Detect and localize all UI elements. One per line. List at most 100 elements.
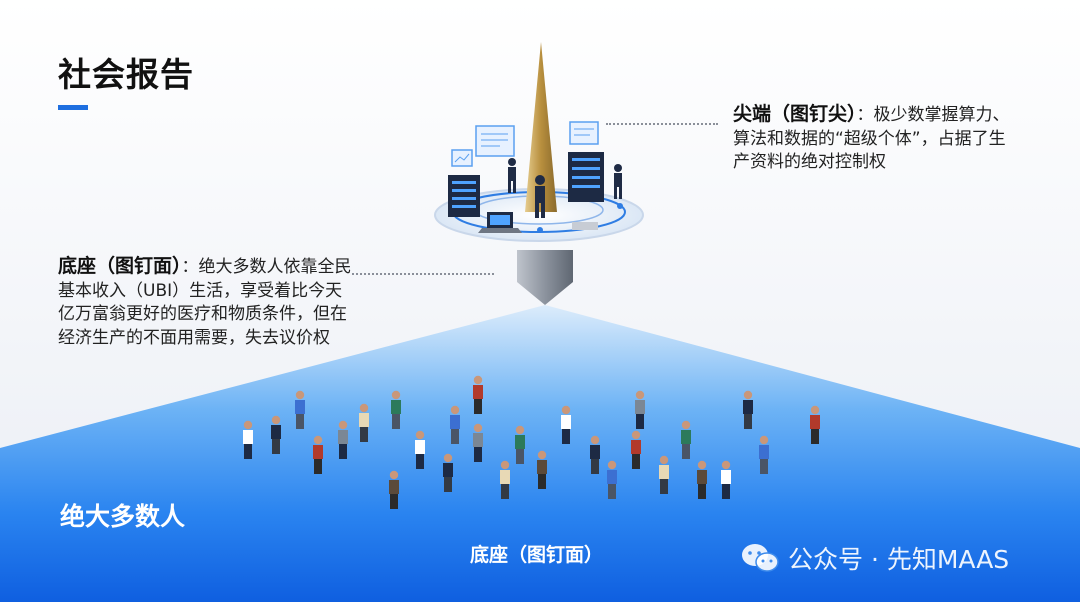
elite-figure — [508, 158, 516, 193]
person-legs — [244, 444, 252, 459]
person-legs — [444, 477, 452, 492]
person-legs — [632, 454, 640, 469]
base-text: 绝大多数人依靠全民基本收入（UBI）生活，享受着比今天亿万富翁更好的医疗和物质条… — [58, 257, 352, 348]
person-body — [759, 445, 769, 459]
tip-colon: ： — [856, 105, 874, 125]
person-body — [743, 400, 753, 414]
person-body — [631, 440, 641, 454]
person-legs — [416, 454, 424, 469]
person-legs — [811, 429, 819, 444]
person-body — [635, 400, 645, 414]
person-head — [515, 425, 525, 435]
tip-description: 尖端（图钉尖）：极少数掌握算力、算法和数据的“超级个体”，占据了生产资料的绝对控… — [733, 103, 1013, 175]
person-body — [338, 430, 348, 444]
person-figure — [243, 420, 253, 459]
base-colon: ： — [181, 257, 199, 277]
person-body — [389, 480, 399, 494]
tip-heading: 尖端（图钉尖） — [733, 103, 857, 125]
person-figure — [659, 455, 669, 494]
elite-figure — [535, 175, 545, 218]
person-figure — [721, 460, 731, 499]
person-body — [295, 400, 305, 414]
golden-spike — [525, 42, 557, 212]
person-body — [359, 413, 369, 427]
person-head — [391, 390, 401, 400]
base-description: 底座（图钉面）：绝大多数人依靠全民基本收入（UBI）生活，享受着比今天亿万富翁更… — [58, 255, 358, 350]
person-figure — [631, 430, 641, 469]
person-legs — [501, 484, 509, 499]
chat-screen-icon — [475, 125, 515, 157]
pin-shaft — [517, 250, 573, 305]
person-figure — [743, 390, 753, 429]
crowd-label: 绝大多数人 — [60, 502, 186, 531]
watermark-text: 公众号 · 先知MAAS — [788, 545, 1010, 574]
person-figure — [759, 435, 769, 474]
person-legs — [390, 494, 398, 509]
person-figure — [515, 425, 525, 464]
tip-text: 极少数掌握算力、算法和数据的“超级个体”，占据了生产资料的绝对控制权 — [733, 105, 1010, 172]
person-head — [590, 435, 600, 445]
title-accent-bar — [58, 105, 88, 110]
person-body — [659, 465, 669, 479]
elite-figure — [614, 164, 622, 199]
person-figure — [271, 415, 281, 454]
person-figure — [810, 405, 820, 444]
person-head — [473, 375, 483, 385]
laptop-icon — [478, 212, 522, 233]
base-heading: 底座（图钉面） — [58, 255, 182, 277]
person-body — [681, 430, 691, 444]
watermark: 公众号 · 先知MAAS — [740, 540, 1009, 576]
person-body — [473, 433, 483, 447]
person-head — [473, 423, 483, 433]
person-body — [500, 470, 510, 484]
person-head — [681, 420, 691, 430]
person-head — [415, 430, 425, 440]
person-figure — [500, 460, 510, 499]
person-head — [500, 460, 510, 470]
person-head — [537, 450, 547, 460]
person-figure — [313, 435, 323, 474]
person-legs — [360, 427, 368, 442]
person-legs — [392, 414, 400, 429]
person-head — [389, 470, 399, 480]
person-figure — [338, 420, 348, 459]
person-body — [243, 430, 253, 444]
person-body — [271, 425, 281, 439]
router-icon — [572, 222, 598, 230]
person-figure — [590, 435, 600, 474]
person-legs — [722, 484, 730, 499]
person-head — [743, 390, 753, 400]
person-body — [450, 415, 460, 429]
person-figure — [681, 420, 691, 459]
person-head — [450, 405, 460, 415]
leader-line-bottom — [352, 273, 494, 275]
person-figure — [359, 403, 369, 442]
person-legs — [744, 414, 752, 429]
person-legs — [636, 414, 644, 429]
person-figure — [697, 460, 707, 499]
person-head — [659, 455, 669, 465]
person-head — [338, 420, 348, 430]
person-legs — [608, 484, 616, 499]
person-figure — [473, 423, 483, 462]
person-head — [313, 435, 323, 445]
person-body — [443, 463, 453, 477]
crowd-figures — [243, 375, 820, 509]
chart-screen-icon — [451, 149, 473, 167]
person-figure — [450, 405, 460, 444]
person-head — [721, 460, 731, 470]
person-head — [561, 405, 571, 415]
person-body — [810, 415, 820, 429]
person-legs — [474, 399, 482, 414]
person-legs — [339, 444, 347, 459]
person-legs — [296, 414, 304, 429]
person-legs — [538, 474, 546, 489]
person-legs — [760, 459, 768, 474]
person-body — [415, 440, 425, 454]
person-legs — [682, 444, 690, 459]
person-body — [391, 400, 401, 414]
person-legs — [660, 479, 668, 494]
person-head — [443, 453, 453, 463]
server-rack-icon — [568, 152, 604, 202]
